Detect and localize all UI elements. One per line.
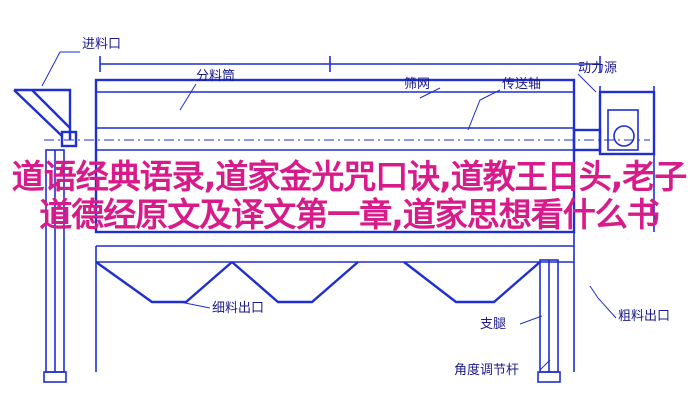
leader-power-source xyxy=(577,73,597,93)
label-screen-drum: 分料筒 xyxy=(196,68,235,84)
leader-angle-rod xyxy=(539,359,551,371)
motor-pulley xyxy=(613,125,635,147)
fine-hopper-3 xyxy=(403,261,541,304)
leader-drive-shaft xyxy=(467,89,501,131)
label-feed-inlet: 进料口 xyxy=(82,37,121,52)
hopper-mouth xyxy=(60,130,78,148)
leader-feed-inlet xyxy=(41,51,80,87)
leader-screen-drum xyxy=(179,83,197,111)
leader-screen-mesh xyxy=(419,87,441,99)
label-fine-outlet: 细料出口 xyxy=(212,301,264,316)
label-drive-shaft: 传送轴 xyxy=(502,77,541,92)
label-screen-mesh: 筛网 xyxy=(404,77,430,92)
leader-support-leg xyxy=(519,315,543,325)
label-coarse-outlet: 粗料出口 xyxy=(618,309,670,324)
overlay-text: 道语经典语录,道家金光咒口诀,道教王日头,老子道德经原文及译文第一章,道家思想看… xyxy=(11,157,688,234)
label-angle-rod: 角度调节杆 xyxy=(454,362,519,378)
hopper-slope-inner xyxy=(31,89,71,129)
support-leg-left-foot xyxy=(43,371,67,383)
fine-hopper-2 xyxy=(231,261,359,304)
leader-coarse-outlet xyxy=(589,285,617,319)
motor-inner xyxy=(607,109,639,151)
leader-fine-outlet xyxy=(179,301,211,309)
fine-hopper-1 xyxy=(95,261,233,304)
support-leg-right-foot xyxy=(537,371,561,383)
label-support-leg: 支腿 xyxy=(480,317,506,332)
hopper-slope-outer xyxy=(13,89,63,137)
label-power-source: 动力源 xyxy=(578,61,617,76)
